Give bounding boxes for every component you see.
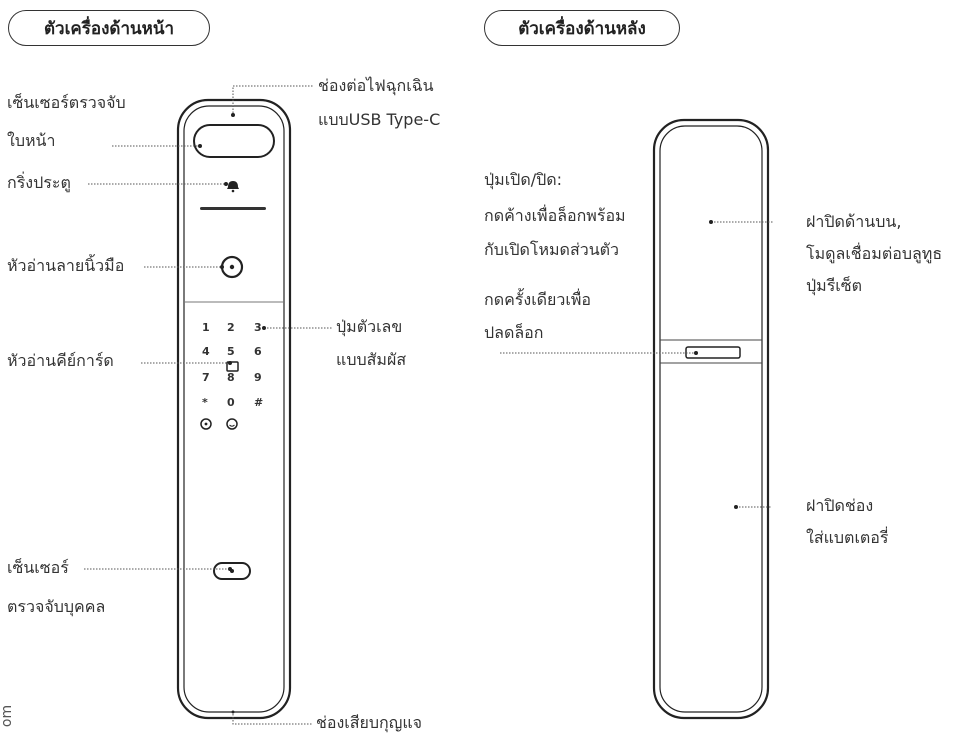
presence-sensor-label: เซ็นเซอร์ (7, 558, 69, 577)
front-section-title: ตัวเครื่องด้านหน้า (8, 10, 210, 46)
fingerprint-label: หัวอ่านลายนิ้วมือ (7, 256, 125, 275)
front-slot (200, 207, 266, 210)
key-7: 7 (202, 371, 210, 384)
top-cover-label-2: โมดูลเชื่อมต่อบลูทูธ (806, 244, 943, 263)
key-3: 3 (254, 321, 262, 334)
doorbell-label: กริ่งประตู (7, 173, 71, 192)
front-leader-dots (198, 144, 266, 571)
key-8: 8 (227, 371, 235, 384)
card-icon (226, 361, 239, 372)
front-leader-lines (84, 85, 332, 725)
power-button-label-1: ปุ่มเปิด/ปิด: (484, 170, 563, 189)
battery-cover-label-1: ฝาปิดช่อง (806, 496, 874, 515)
shield-icon (200, 418, 212, 430)
usb-port-dot (231, 113, 235, 117)
presence-sensor-label-line2: ตรวจจับบุคคล (7, 597, 106, 616)
back-section-title: ตัวเครื่องด้านหลัง (484, 10, 680, 46)
back-leader-dots (694, 220, 738, 509)
keypad-label: ปุ่มตัวเลข (336, 317, 403, 336)
key-5: 5 (227, 345, 235, 358)
back-lock-body (652, 118, 770, 720)
face-sensor-label-line2: ใบหน้า (7, 131, 56, 150)
smile-icon (226, 418, 238, 430)
face-sensor-label: เซ็นเซอร์ตรวจจับ (7, 93, 126, 112)
edge-watermark-text: om (0, 704, 16, 728)
power-button-label-2: กดค้างเพื่อล็อกพร้อม (484, 206, 626, 225)
power-button-label-3: กับเปิดโหมดส่วนตัว (484, 240, 619, 259)
card-reader-label: หัวอ่านคีย์การ์ด (7, 351, 114, 370)
key-0: 0 (227, 396, 235, 409)
face-sensor-window (193, 124, 275, 158)
keypad-label-line2: แบบสัมผัส (336, 350, 407, 369)
doorbell-icon (227, 181, 239, 193)
key-2: 2 (227, 321, 235, 334)
usb-port-label: ช่องต่อไฟฉุกเฉิน (318, 76, 434, 95)
key-star: * (202, 396, 208, 409)
top-cover-label-3: ปุ่มรีเซ็ต (806, 276, 863, 295)
power-button-label-5: ปลดล็อก (484, 323, 544, 342)
key-hash: # (254, 396, 264, 409)
key-9: 9 (254, 371, 262, 384)
presence-sensor (213, 562, 251, 580)
usb-port-label-line2: แบบUSB Type-C (318, 110, 441, 129)
keyhole-label: ช่องเสียบกุญแจ (316, 713, 423, 732)
key-6: 6 (254, 345, 262, 358)
key-4: 4 (202, 345, 210, 358)
power-button-label-4: กดครั้งเดียวเพื่อ (484, 290, 592, 309)
keyhole-dot (231, 710, 235, 714)
top-cover-label-1: ฝาปิดด้านบน, (806, 212, 902, 231)
battery-cover-label-2: ใส่แบตเตอรี่ (806, 528, 889, 547)
key-1: 1 (202, 321, 210, 334)
back-leader-lines (500, 221, 774, 508)
